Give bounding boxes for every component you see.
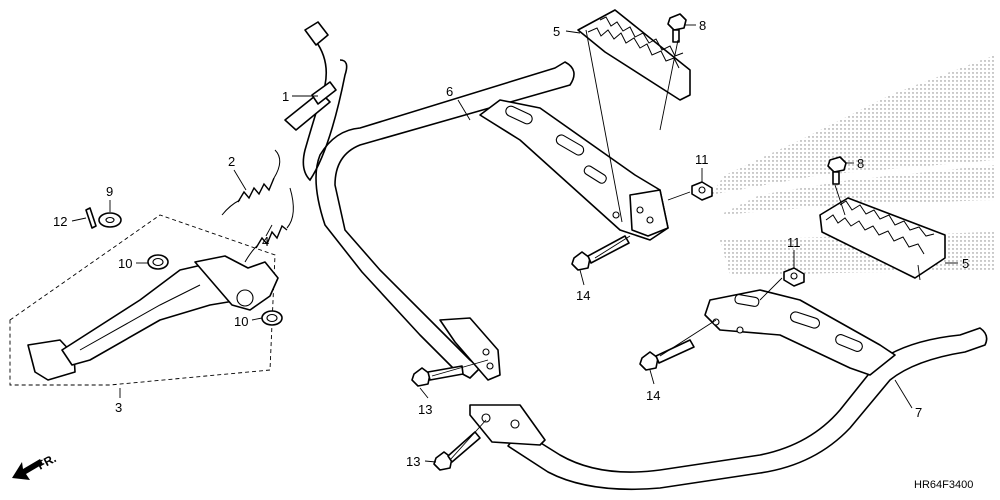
direction-label: FR. <box>35 451 59 472</box>
collar-10-upper <box>147 254 169 270</box>
bolt-14-upper <box>571 235 630 271</box>
bolt-8-lower <box>827 156 847 185</box>
callout-13-lower: 13 <box>406 454 420 469</box>
bolt-8-upper <box>667 13 687 43</box>
bolt-13-lower <box>433 431 481 471</box>
callout-1: 1 <box>282 89 289 104</box>
callout-leaders <box>71 24 958 463</box>
brake-switch <box>284 21 348 182</box>
callout-9: 9 <box>106 184 113 199</box>
callout-labels: 1 2 3 4 5 5 6 7 8 8 9 10 10 11 11 12 13 … <box>53 18 969 469</box>
callout-14-lower: 14 <box>646 388 660 403</box>
footpeg-lower <box>819 197 946 279</box>
step-bracket-upper <box>479 99 669 241</box>
callout-2: 2 <box>228 154 235 169</box>
callout-8-lower: 8 <box>857 156 864 171</box>
callout-7: 7 <box>915 405 922 420</box>
diagram-code: HR64F3400 <box>914 479 973 491</box>
bolt-14-lower <box>639 339 695 371</box>
step-bar-lower <box>469 327 988 491</box>
spring-4 <box>244 187 294 263</box>
cotter-pin-12 <box>85 207 97 229</box>
callout-5-lower: 5 <box>962 256 969 271</box>
callout-11-upper: 11 <box>695 152 709 167</box>
step-bracket-lower <box>704 289 896 376</box>
front-arrow-icon <box>12 459 43 480</box>
callout-5-upper: 5 <box>553 24 560 39</box>
callout-8-upper: 8 <box>699 18 706 33</box>
footpeg-upper <box>577 9 691 101</box>
callout-10-upper: 10 <box>118 256 132 271</box>
spring-2 <box>221 149 281 216</box>
callout-4: 4 <box>262 234 269 249</box>
step-bar-upper <box>315 61 575 381</box>
callout-10-lower: 10 <box>234 314 248 329</box>
nut-11-upper <box>691 181 713 201</box>
callout-14-upper: 14 <box>576 288 590 303</box>
callout-13-upper: 13 <box>418 402 432 417</box>
callout-3: 3 <box>115 400 122 415</box>
washer-9 <box>98 212 122 228</box>
callout-6: 6 <box>446 84 453 99</box>
callout-11-lower: 11 <box>787 235 801 250</box>
brake-pedal-assembly <box>9 214 279 386</box>
collar-10-lower <box>261 310 283 326</box>
reference-lines <box>431 29 921 461</box>
callout-12: 12 <box>53 214 67 229</box>
front-direction-marker: FR. <box>12 451 58 480</box>
